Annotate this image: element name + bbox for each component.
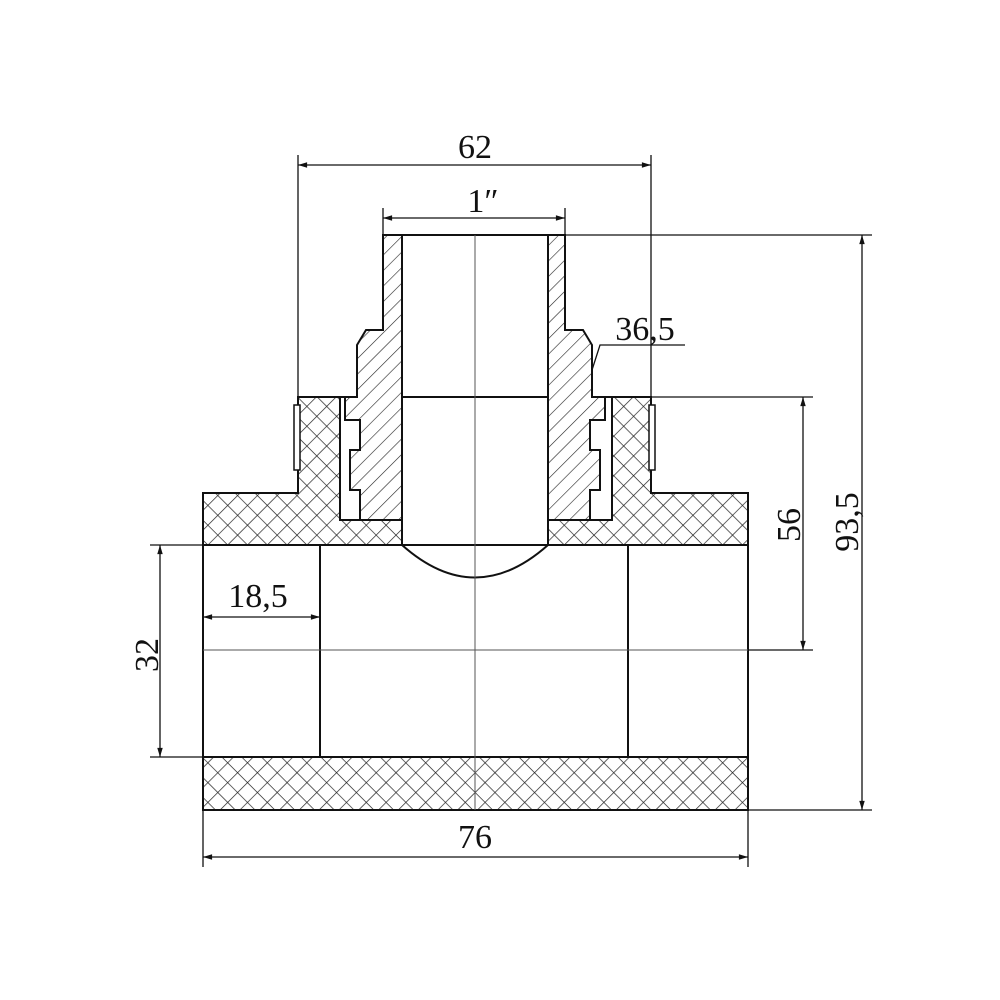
dim-36-5: 36,5 [615,311,675,348]
thread-insert-left [344,234,403,521]
dim-thread: 1″ [467,183,498,220]
thread-insert-right [547,234,606,521]
dim-62: 62 [458,129,492,166]
dim-32: 32 [129,638,166,672]
dim-18-5: 18,5 [228,578,288,615]
dim-76: 76 [458,819,492,856]
dim-56: 56 [771,508,808,542]
dim-93-5: 93,5 [829,492,866,552]
